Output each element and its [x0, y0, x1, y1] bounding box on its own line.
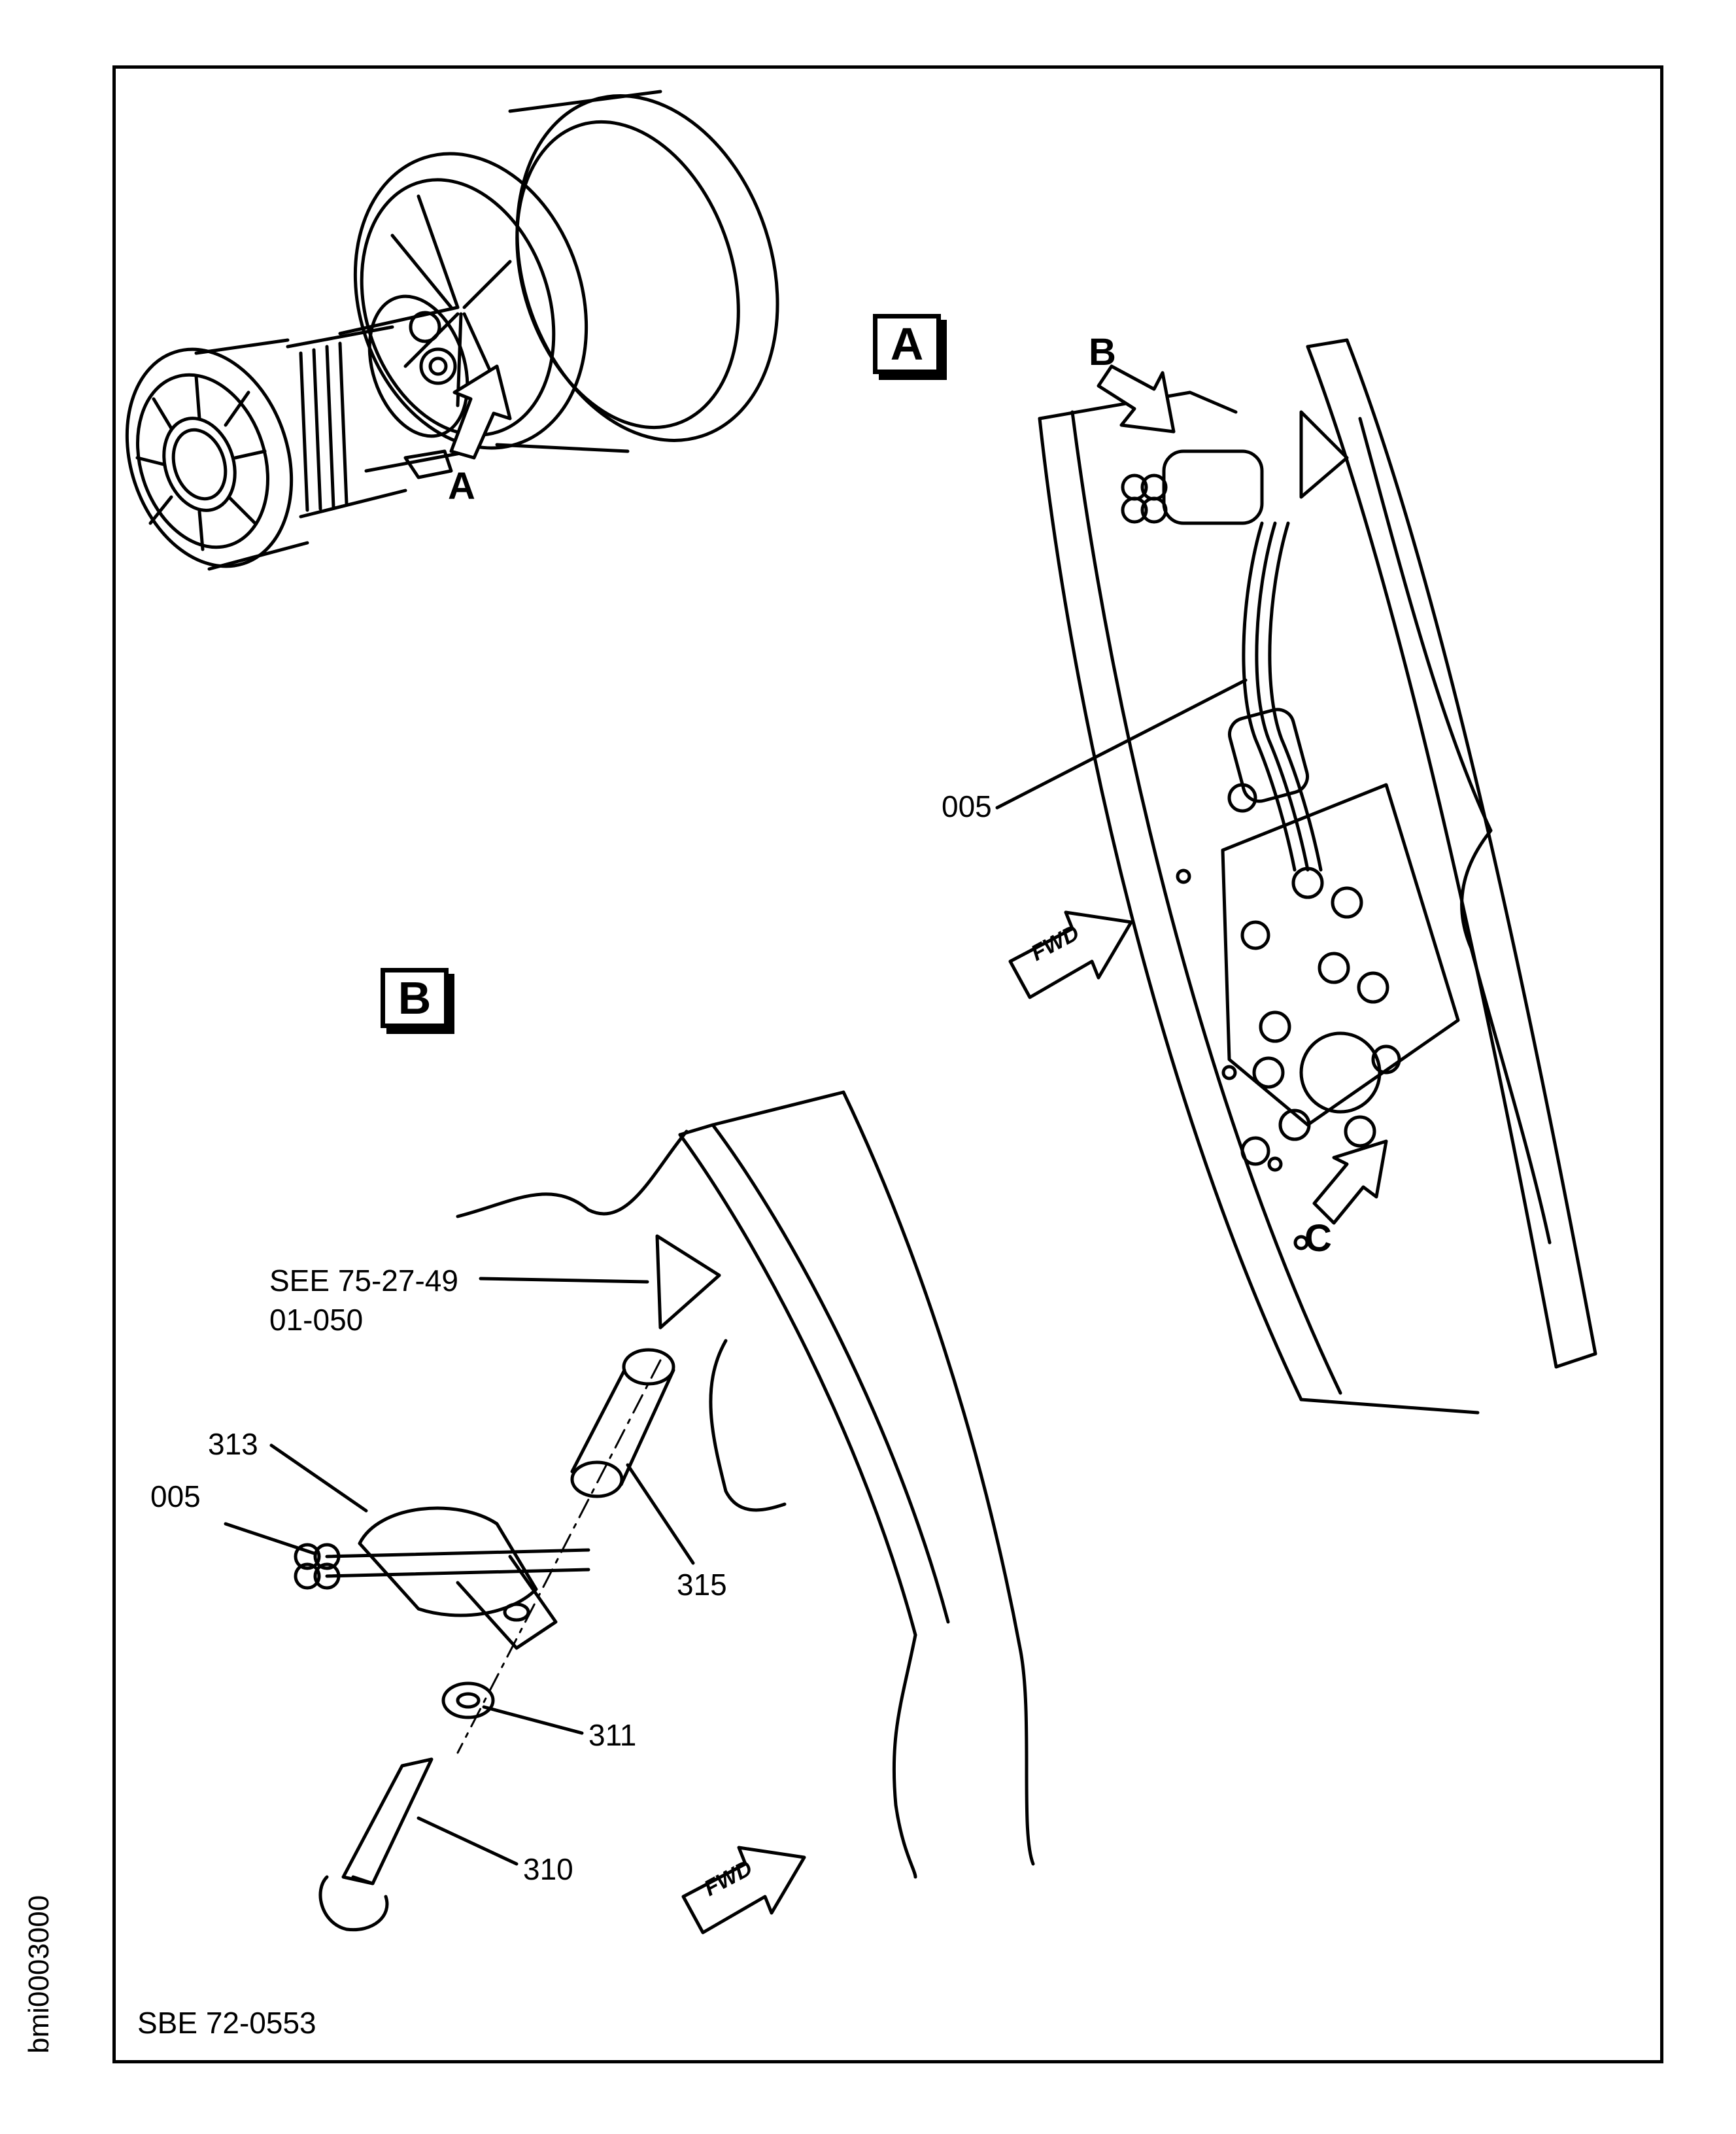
callout-311: 311 — [588, 1718, 637, 1752]
drawing-frame — [112, 65, 1663, 2063]
drawing-id: bmi0003000 — [23, 1895, 55, 2054]
callout-see-ref-line1: SEE 75-27-49 — [269, 1264, 458, 1298]
callout-005: 005 — [150, 1479, 201, 1513]
view-b-box: B — [381, 968, 449, 1028]
callout-005-top: 005 — [942, 789, 992, 823]
callout-315: 315 — [677, 1568, 727, 1602]
view-a-box: A — [873, 314, 941, 374]
fwd-arrow-view-b — [681, 1846, 806, 1935]
callout-310: 310 — [523, 1852, 573, 1886]
engine-overview — [125, 90, 779, 571]
fwd-arrow-view-a — [1008, 910, 1133, 999]
footer-reference: SBE 72-0553 — [137, 2006, 316, 2040]
arrow-a-label: A — [448, 465, 475, 508]
view-b-detail — [224, 1090, 1035, 1932]
callout-313: 313 — [208, 1427, 258, 1461]
arrow-b-label: B — [1089, 331, 1116, 373]
arrow-c-label: C — [1304, 1217, 1332, 1260]
view-a-detail — [995, 338, 1597, 1415]
callout-see-ref-line2: 01-050 — [269, 1303, 364, 1337]
